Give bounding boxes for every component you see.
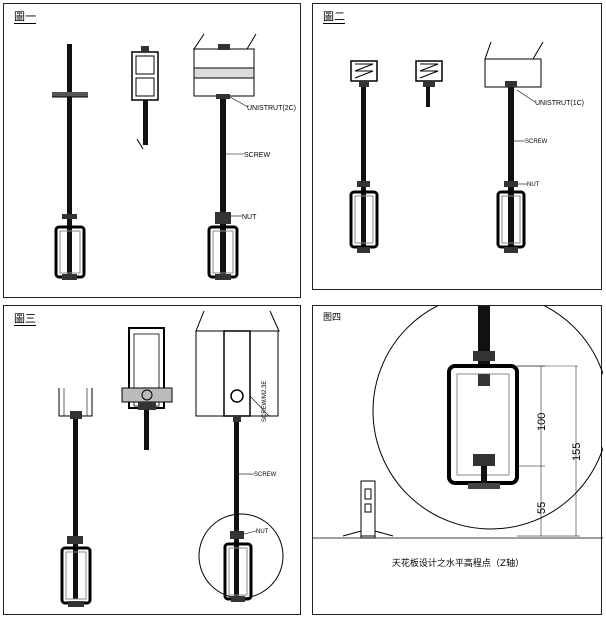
figure-2-panel: 圖二 UNISTRUT(1C) SCREW NUT [312,3,602,290]
label-unistrut-1c: UNISTRUT(1C) [535,100,584,107]
figure-1-panel: 圖一 UNISTRUT(2C) SCREW NUT [3,3,301,298]
figure-4-caption: 天花板设计之水平高程点（Z轴） [391,559,525,569]
label-screw: SCREW [525,139,548,145]
figure-3-panel: 圖三 SCREW/M2.3E SCREW NUT [3,305,301,615]
figure-2-title: 圖二 [323,10,345,24]
label-nut: NUT [242,214,257,221]
label-bolt: SCREW/M2.3E [262,381,268,422]
label-nut: NUT [256,529,269,535]
figure-4-drawing: 100 155 55 [313,306,603,539]
dimension-100: 100 [536,413,548,431]
label-screw: SCREW [254,472,277,478]
figure-1-drawing: UNISTRUT(2C) SCREW NUT [52,33,296,280]
label-unistrut-2c: UNISTRUT(2C) [247,105,296,112]
label-screw: SCREW [244,152,270,159]
figure-3-drawing: SCREW/M2.3E SCREW NUT [58,310,284,607]
figure-2-drawing: UNISTRUT(1C) SCREW NUT [349,41,584,253]
figure-4-panel: 图四 100 155 55 天花板设计之水平高程点（Z轴） [312,305,603,615]
figure-1-title: 圖一 [14,10,36,24]
dimension-55: 55 [536,502,548,514]
dimension-155: 155 [571,443,583,461]
label-nut: NUT [527,182,540,188]
figure-4-title: 图四 [323,313,342,323]
figure-3-title: 圖三 [14,312,36,326]
